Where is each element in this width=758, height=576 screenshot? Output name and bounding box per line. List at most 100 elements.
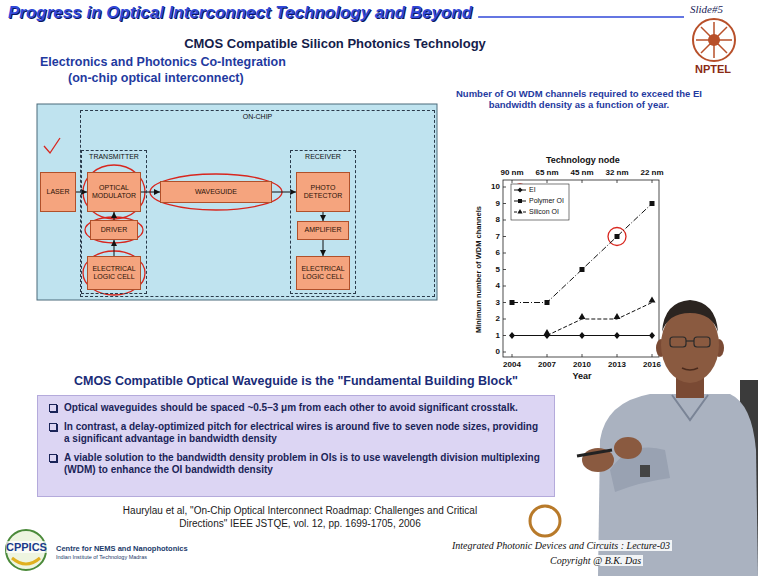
section-heading: Electronics and Photonics Co-Integration	[40, 55, 286, 69]
reference: Haurylau et al, "On-Chip Optical Interco…	[120, 505, 480, 530]
legend-samples	[518, 188, 523, 193]
presenter-figure	[577, 300, 758, 576]
chart-frame	[503, 180, 659, 357]
signal-arrow	[323, 212, 324, 221]
axis-title: Year	[562, 371, 602, 381]
presenter-figure	[614, 437, 642, 459]
box-label: DRIVER	[101, 226, 127, 234]
transmitter-group: TRANSMITTER OPTICAL MODULATOR DRIVER ELECTR…	[81, 150, 147, 294]
cppics-logo	[6, 530, 46, 570]
box-label: ELECTRICAL LOGIC CELL	[298, 265, 348, 281]
box-label: WAVEGUIDE	[195, 188, 237, 196]
bullet-text: Optical waveguides should be spaced ~0.5…	[64, 402, 544, 414]
chart-frame	[503, 187, 506, 352]
annotation-ink	[83, 165, 145, 219]
legend-samples	[518, 199, 522, 203]
legend-samples	[511, 184, 569, 220]
legend-text: Polymer OI	[529, 197, 564, 204]
bullet-text: In contrast, a delay-optimized pitch for…	[64, 421, 544, 445]
signal-arrow	[272, 192, 296, 193]
logo-text: CPPICS	[6, 541, 47, 553]
iit-logo	[530, 506, 560, 536]
annotation-ink	[85, 217, 143, 243]
node-size-label: 90 nm	[492, 168, 532, 177]
presenter-figure	[694, 337, 710, 347]
cppics-logo	[12, 558, 40, 564]
on-chip-region: ON-CHIP TRANSMITTER OPTICAL MODULATOR DRIVE…	[80, 110, 435, 297]
institution-name: Indian Institute of Technology Madras	[56, 554, 147, 560]
logo-text: NPTEL	[695, 63, 731, 75]
chart-caption: Number of OI WDM channels required to ex…	[446, 88, 712, 111]
box-label: PHOTO DETECTOR	[298, 184, 348, 200]
axis-tick: 2016	[635, 360, 669, 369]
node-size-label: 45 nm	[562, 168, 602, 177]
title-rule	[478, 16, 684, 18]
bullet-text: A viable solution to the bandwidth densi…	[64, 452, 544, 476]
laser-box: LASER	[40, 172, 76, 212]
signal-arrow	[323, 240, 324, 256]
nptel-logo	[693, 19, 735, 61]
presenter-figure	[686, 340, 694, 341]
amplifier-box: AMPLIFIER	[297, 221, 349, 240]
signal-arrow	[114, 240, 115, 256]
slide-number: Slide#5	[690, 3, 723, 15]
annotation-ink	[44, 138, 626, 295]
axis-tick: 10	[478, 182, 500, 191]
annotation-ink	[150, 174, 282, 210]
title-rule	[478, 17, 684, 18]
presenter-figure	[640, 465, 650, 477]
legend-text: Silicon OI	[529, 208, 559, 215]
axis-tick: 2013	[600, 360, 634, 369]
nptel-logo	[693, 19, 735, 61]
group-label: RECEIVER	[291, 153, 355, 160]
bullet-panel: CMOS Compatible Optical Waveguide is the…	[37, 395, 555, 497]
signal-arrow	[141, 192, 160, 193]
institution-name: Centre for NEMS and Nanophotonics	[56, 544, 188, 553]
data-series	[544, 297, 656, 336]
data-series	[547, 303, 652, 336]
footer-text: Integrated Photonic Devices and Circuits…	[450, 540, 672, 551]
legend-samples	[511, 184, 569, 220]
annotation-ink	[44, 138, 60, 153]
box-label: ELECTRICAL LOGIC CELL	[89, 265, 139, 281]
presenter-figure	[682, 368, 698, 370]
logic-cell-box: ELECTRICAL LOGIC CELL	[87, 256, 141, 290]
axis-tick: 2004	[495, 360, 529, 369]
node-size-label: 22 nm	[632, 168, 672, 177]
box-label: OPTICAL MODULATOR	[89, 184, 139, 200]
nptel-logo	[708, 34, 720, 46]
axis-title: Minimum number of WDM channels	[474, 185, 483, 355]
presenter-figure	[670, 337, 686, 347]
group-label: TRANSMITTER	[82, 153, 146, 160]
legend-samples	[518, 209, 523, 214]
presenter-figure	[577, 450, 612, 456]
axis-tick: 2007	[530, 360, 564, 369]
axis-tick: 2010	[565, 360, 599, 369]
node-size-label: 65 nm	[527, 168, 567, 177]
panel-heading: CMOS Compatible Optical Waveguide is the…	[38, 374, 554, 388]
receiver-group: RECEIVER PHOTO DETECTOR AMPLIFIER ELECTRICA…	[290, 150, 356, 294]
box-label: AMPLIFIER	[305, 226, 342, 234]
node-size-label: 32 nm	[597, 168, 637, 177]
axis-tick: 0	[478, 347, 500, 356]
diagram-panel	[37, 104, 437, 300]
section-heading: (on-chip optical interconnect)	[68, 71, 244, 85]
data-series	[509, 332, 655, 339]
presenter-figure	[662, 300, 718, 332]
cppics-logo	[6, 530, 46, 570]
subtitle: CMOS Compatible Silicon Photonics Techno…	[160, 36, 510, 51]
signal-arrow	[114, 212, 115, 220]
group-label: ON-CHIP	[81, 113, 434, 120]
modulator-box: OPTICAL MODULATOR	[87, 172, 141, 212]
box-label: LASER	[47, 188, 70, 196]
waveguide-box: WAVEGUIDE	[160, 181, 272, 203]
slide-title: Progress in Optical Interconnect Technol…	[8, 3, 472, 23]
axis-title: Technology node	[546, 155, 620, 165]
legend-text: EI	[529, 186, 536, 193]
annotation-ink	[83, 251, 145, 295]
photodetector-box: PHOTO DETECTOR	[296, 172, 350, 212]
driver-box: DRIVER	[90, 220, 138, 240]
nptel-logo	[696, 22, 732, 58]
